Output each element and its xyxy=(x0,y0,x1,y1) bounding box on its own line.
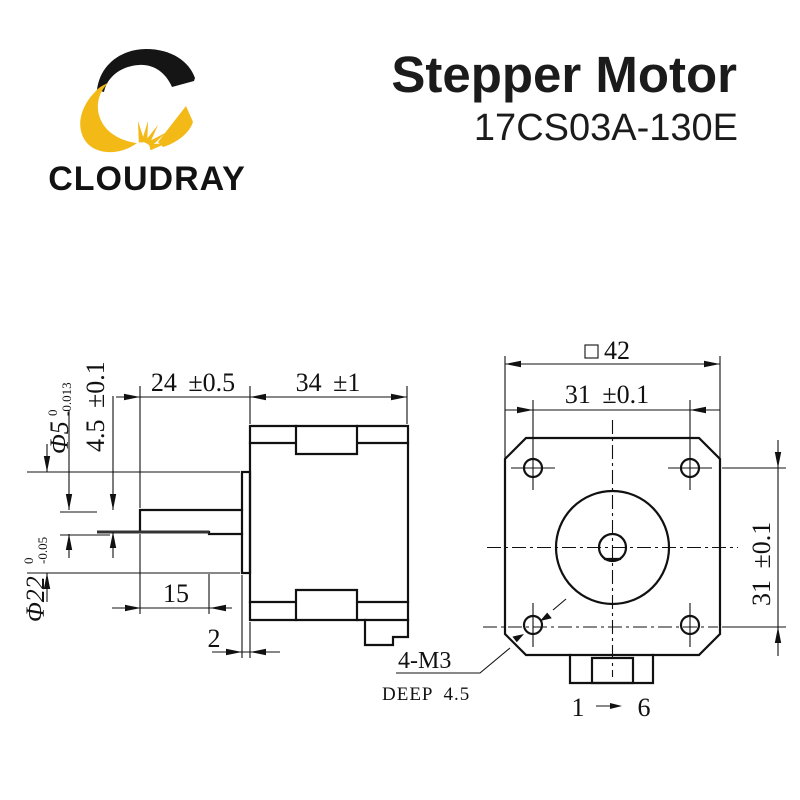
thread-callout: 4-M3 DEEP 4.5 xyxy=(382,598,567,705)
dim-hole-spacing-vertical: 31 ±0.1 xyxy=(747,522,776,606)
arrowheads-front xyxy=(505,360,782,643)
logo-rays-icon xyxy=(138,121,167,151)
logo-wedge-icon xyxy=(158,106,193,147)
dim-hole-depth: DEEP 4.5 xyxy=(382,684,470,705)
pin-to: 6 xyxy=(638,693,651,722)
connector-front xyxy=(568,653,655,685)
side-view: 24 ±0.5 34 ±1 15 2 Φ5 0 -0.013 4.5 ±0.1 … xyxy=(21,361,410,658)
dim-shaft-diameter-tol-lower: -0.013 xyxy=(59,382,74,416)
dim-shaft-diameter-label: Φ5 xyxy=(45,421,74,454)
motor-shaft xyxy=(138,508,244,536)
hole-crosshairs xyxy=(511,446,712,647)
dim-boss-diameter-label: Φ22 xyxy=(21,576,50,622)
body-top-step xyxy=(248,424,410,456)
pin-from: 1 xyxy=(572,693,585,722)
dim-mounting-holes: 4-M3 xyxy=(398,648,451,674)
body-bottom-step xyxy=(248,588,410,622)
extension-lines-side xyxy=(27,386,408,658)
dim-boss-width: 2 xyxy=(208,624,221,653)
dim-shaft-diameter-tol-upper: 0 xyxy=(45,410,60,417)
dim-flat-height-label: 4.5 ±0.1 xyxy=(81,361,110,452)
header: CLOUDRAY Stepper Motor 17CS03A-130E xyxy=(48,46,738,198)
logo-crescent-icon xyxy=(80,83,137,153)
cloudray-logo-icon xyxy=(80,49,195,153)
pin-label: 1 6 xyxy=(572,693,651,722)
brand-name: CLOUDRAY xyxy=(48,160,246,198)
dim-body-length: 34 ±1 xyxy=(296,368,361,397)
front-view: 42 31 ±0.1 31 ±0.1 4-M3 DEEP 4.5 1 6 xyxy=(382,336,786,722)
dim-shaft-length: 24 ±0.5 xyxy=(151,368,235,397)
dim-flat-length: 15 xyxy=(163,579,189,608)
dim-boss-diameter-tol-lower: -0.05 xyxy=(35,537,50,564)
logo-black-arc-icon xyxy=(97,49,195,92)
dim-hole-spacing-vertical-label: 31 ±0.1 xyxy=(747,522,776,606)
dim-flat-height: 4.5 ±0.1 xyxy=(81,361,110,452)
dimension-lines-front xyxy=(504,356,786,656)
leader-arrow-icon xyxy=(540,612,552,621)
dim-boss-diameter-tol-upper: 0 xyxy=(21,558,36,565)
dim-boss-diameter: Φ22 0 -0.05 xyxy=(21,537,50,622)
arrowheads-side xyxy=(43,393,407,656)
product-title: Stepper Motor xyxy=(391,46,737,103)
pin-arrow-icon xyxy=(610,703,622,709)
model-number: 17CS03A-130E xyxy=(474,107,738,149)
flange-outline xyxy=(503,436,722,657)
connector-side xyxy=(363,618,410,647)
dim-flange-size: 42 xyxy=(604,336,630,365)
leader-line xyxy=(396,598,567,674)
dim-hole-spacing-horizontal: 31 ±0.1 xyxy=(565,380,649,409)
pilot-boss xyxy=(240,470,252,575)
square-symbol xyxy=(584,344,599,359)
leader-arrow-icon xyxy=(512,634,524,643)
dim-shaft-diameter: Φ5 0 -0.013 xyxy=(45,382,74,454)
